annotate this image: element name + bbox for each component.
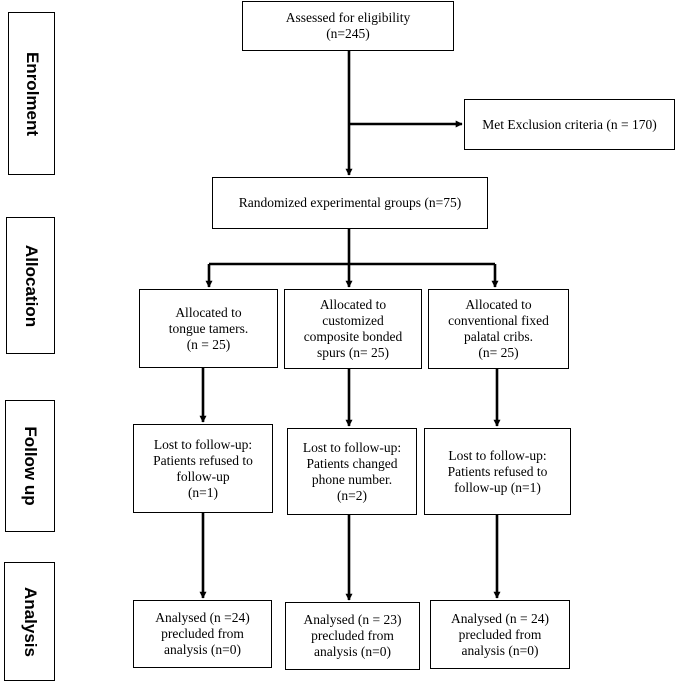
lost-3-line-1: Lost to follow-up: — [448, 447, 547, 463]
lost-1-line-3: follow-up — [176, 468, 230, 484]
allocation-box-3: Allocated to conventional fixed palatal … — [428, 289, 569, 369]
lost-box-1: Lost to follow-up: Patients refused to f… — [133, 424, 273, 513]
analysed-1-line-2: precluded from — [161, 626, 244, 641]
analysed-3-line-2: precluded from — [458, 626, 542, 642]
assessed-line-2: (n=245) — [326, 26, 370, 41]
analysed-2-line-1: Analysed (n = 23) — [303, 612, 402, 627]
lost-3-line-2: Patients refused to — [447, 463, 548, 479]
lost-box-3: Lost to follow-up: Patients refused to f… — [424, 428, 571, 515]
lost-1-line-1: Lost to follow-up: — [153, 436, 253, 452]
alloc-2-line-1: Allocated to — [319, 297, 387, 312]
alloc-2-line-2: customized — [322, 313, 384, 328]
alloc-2-line-3: composite bonded — [303, 329, 403, 344]
alloc-3-line-1: Allocated to — [465, 297, 532, 312]
lost-2-line-3: phone number. — [311, 471, 393, 487]
assessed-box: Assessed for eligibility (n=245) — [242, 1, 454, 51]
alloc-1-line-1: Allocated to — [175, 304, 242, 320]
excluded-line-1: Met Exclusion criteria (n = 170) — [482, 116, 657, 132]
analysed-box-2: Analysed (n = 23) precluded from analysi… — [285, 602, 420, 670]
alloc-3-line-3: palatal cribs. — [464, 329, 533, 344]
analysed-2-line-2: precluded from — [311, 628, 394, 643]
alloc-1-line-2: tongue tamers. — [168, 320, 249, 336]
lost-1-line-2: Patients refused to — [153, 452, 253, 468]
alloc-3-line-4: (n= 25) — [478, 345, 519, 360]
randomized-line-1: Randomized experimental groups (n=75) — [238, 195, 462, 210]
analysed-3-line-1: Analysed (n = 24) — [451, 610, 549, 626]
randomized-box: Randomized experimental groups (n=75) — [212, 177, 488, 229]
analysed-1-line-3: analysis (n=0) — [164, 642, 241, 657]
lost-box-2: Lost to follow-up: Patients changed phon… — [287, 428, 417, 515]
analysed-box-3: Analysed (n = 24) precluded from analysi… — [430, 600, 570, 669]
assessed-line-1: Assessed for eligibility — [285, 10, 411, 25]
stage-analysis: Analysis — [4, 562, 55, 681]
analysed-box-1: Analysed (n =24) precluded from analysis… — [133, 600, 272, 668]
alloc-1-line-3: (n = 25) — [186, 336, 231, 352]
stage-allocation: Allocation — [6, 217, 55, 354]
stage-follow-up: Follow up — [5, 400, 55, 532]
analysed-2-line-3: analysis (n=0) — [314, 644, 391, 659]
alloc-2-line-4: spurs (n= 25) — [316, 345, 390, 360]
lost-2-line-2: Patients changed — [306, 455, 398, 471]
allocation-box-1: Allocated to tongue tamers. (n = 25) — [139, 289, 278, 368]
analysed-3-line-3: analysis (n=0) — [461, 642, 539, 658]
allocation-box-2: Allocated to customized composite bonded… — [284, 289, 422, 369]
lost-2-line-4: (n=2) — [336, 487, 368, 503]
excluded-box: Met Exclusion criteria (n = 170) — [464, 99, 675, 150]
lost-3-line-3: follow-up (n=1) — [454, 479, 541, 495]
alloc-3-line-2: conventional fixed — [448, 313, 549, 328]
analysed-1-line-1: Analysed (n =24) — [155, 610, 250, 625]
lost-2-line-1: Lost to follow-up: — [302, 439, 402, 455]
lost-1-line-4: (n=1) — [187, 484, 219, 500]
stage-enrolment: Enrolment — [8, 12, 55, 175]
